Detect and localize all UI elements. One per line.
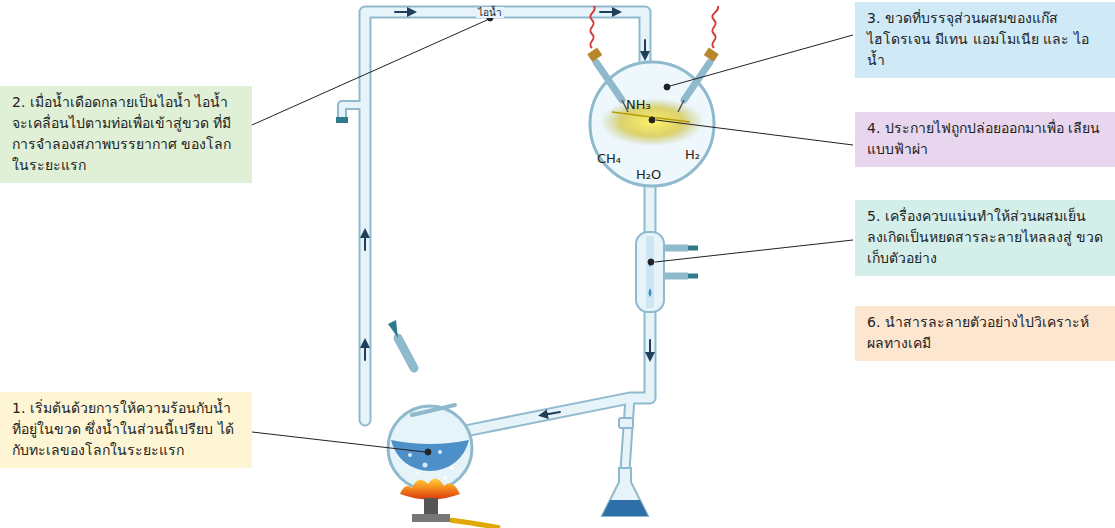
callout-box: 4. ประกายไฟถูกปล่อยออกมาเพื่อ เลียนแบบฟ้… xyxy=(855,112,1115,167)
callout-box: 2. เมื่อน้ำเดือดกลายเป็นไอน้ำ ไอน้ำ จะเค… xyxy=(0,86,252,183)
callout-text: 1. เริ่มต้นด้วยการให้ความร้อนกับน้ำ ที่อ… xyxy=(12,398,242,461)
callout-box: 5. เครื่องควบแน่นทำให้ส่วนผสมเย็น ลงเกิด… xyxy=(855,200,1115,276)
callout-box: 3. ขวดที่บรรจุส่วนผสมของแก๊ส ไฮโดรเจน มี… xyxy=(855,2,1115,78)
callout-text: 3. ขวดที่บรรจุส่วนผสมของแก๊ส ไฮโดรเจน มี… xyxy=(867,8,1105,71)
callout-text: 2. เมื่อน้ำเดือดกลายเป็นไอน้ำ ไอน้ำ จะเค… xyxy=(12,92,242,176)
tube-label: ไอน้ำ xyxy=(476,7,504,18)
chemical-formula: H₂O xyxy=(636,168,661,182)
chemical-formula: CH₄ xyxy=(597,152,621,166)
chemical-formula: NH₃ xyxy=(626,98,651,112)
callout-box: 1. เริ่มต้นด้วยการให้ความร้อนกับน้ำ ที่อ… xyxy=(0,392,252,468)
callout-text: 5. เครื่องควบแน่นทำให้ส่วนผสมเย็น ลงเกิด… xyxy=(867,206,1105,269)
callout-box: 6. นำสารละลายตัวอย่างไปวิเคราะห์ ผลทางเค… xyxy=(855,306,1115,361)
callout-text: 4. ประกายไฟถูกปล่อยออกมาเพื่อ เลียนแบบฟ้… xyxy=(867,118,1105,160)
callout-text: 6. นำสารละลายตัวอย่างไปวิเคราะห์ ผลทางเค… xyxy=(867,312,1105,354)
chemical-formula: H₂ xyxy=(685,148,700,162)
